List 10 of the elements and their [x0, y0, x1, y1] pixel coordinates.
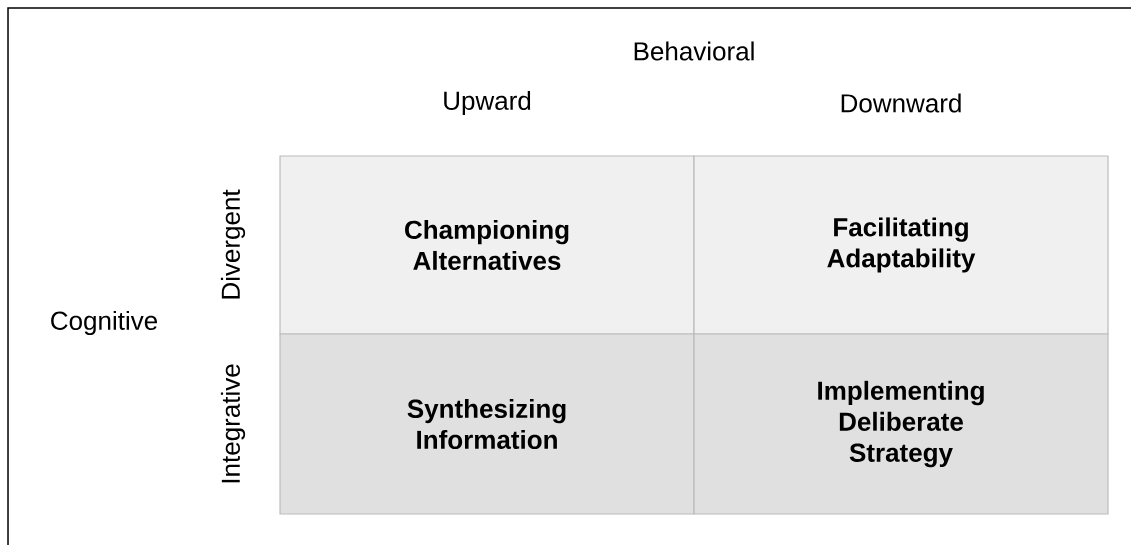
- quadrant-cell: Implementing Deliberate Strategy: [693, 333, 1109, 515]
- quadrant-cell: Facilitating Adaptability: [693, 155, 1109, 335]
- row-header: Integrative: [220, 364, 246, 483]
- axis-title: Behavioral: [634, 41, 754, 61]
- quadrant-cell: Championing Alternatives: [279, 155, 695, 335]
- column-header: Downward: [841, 93, 961, 113]
- column-header: Upward: [444, 90, 531, 116]
- axis-title: Cognitive: [51, 310, 158, 336]
- row-header: Divergent: [220, 189, 246, 299]
- quadrant-cell: Synthesizing Information: [279, 333, 695, 515]
